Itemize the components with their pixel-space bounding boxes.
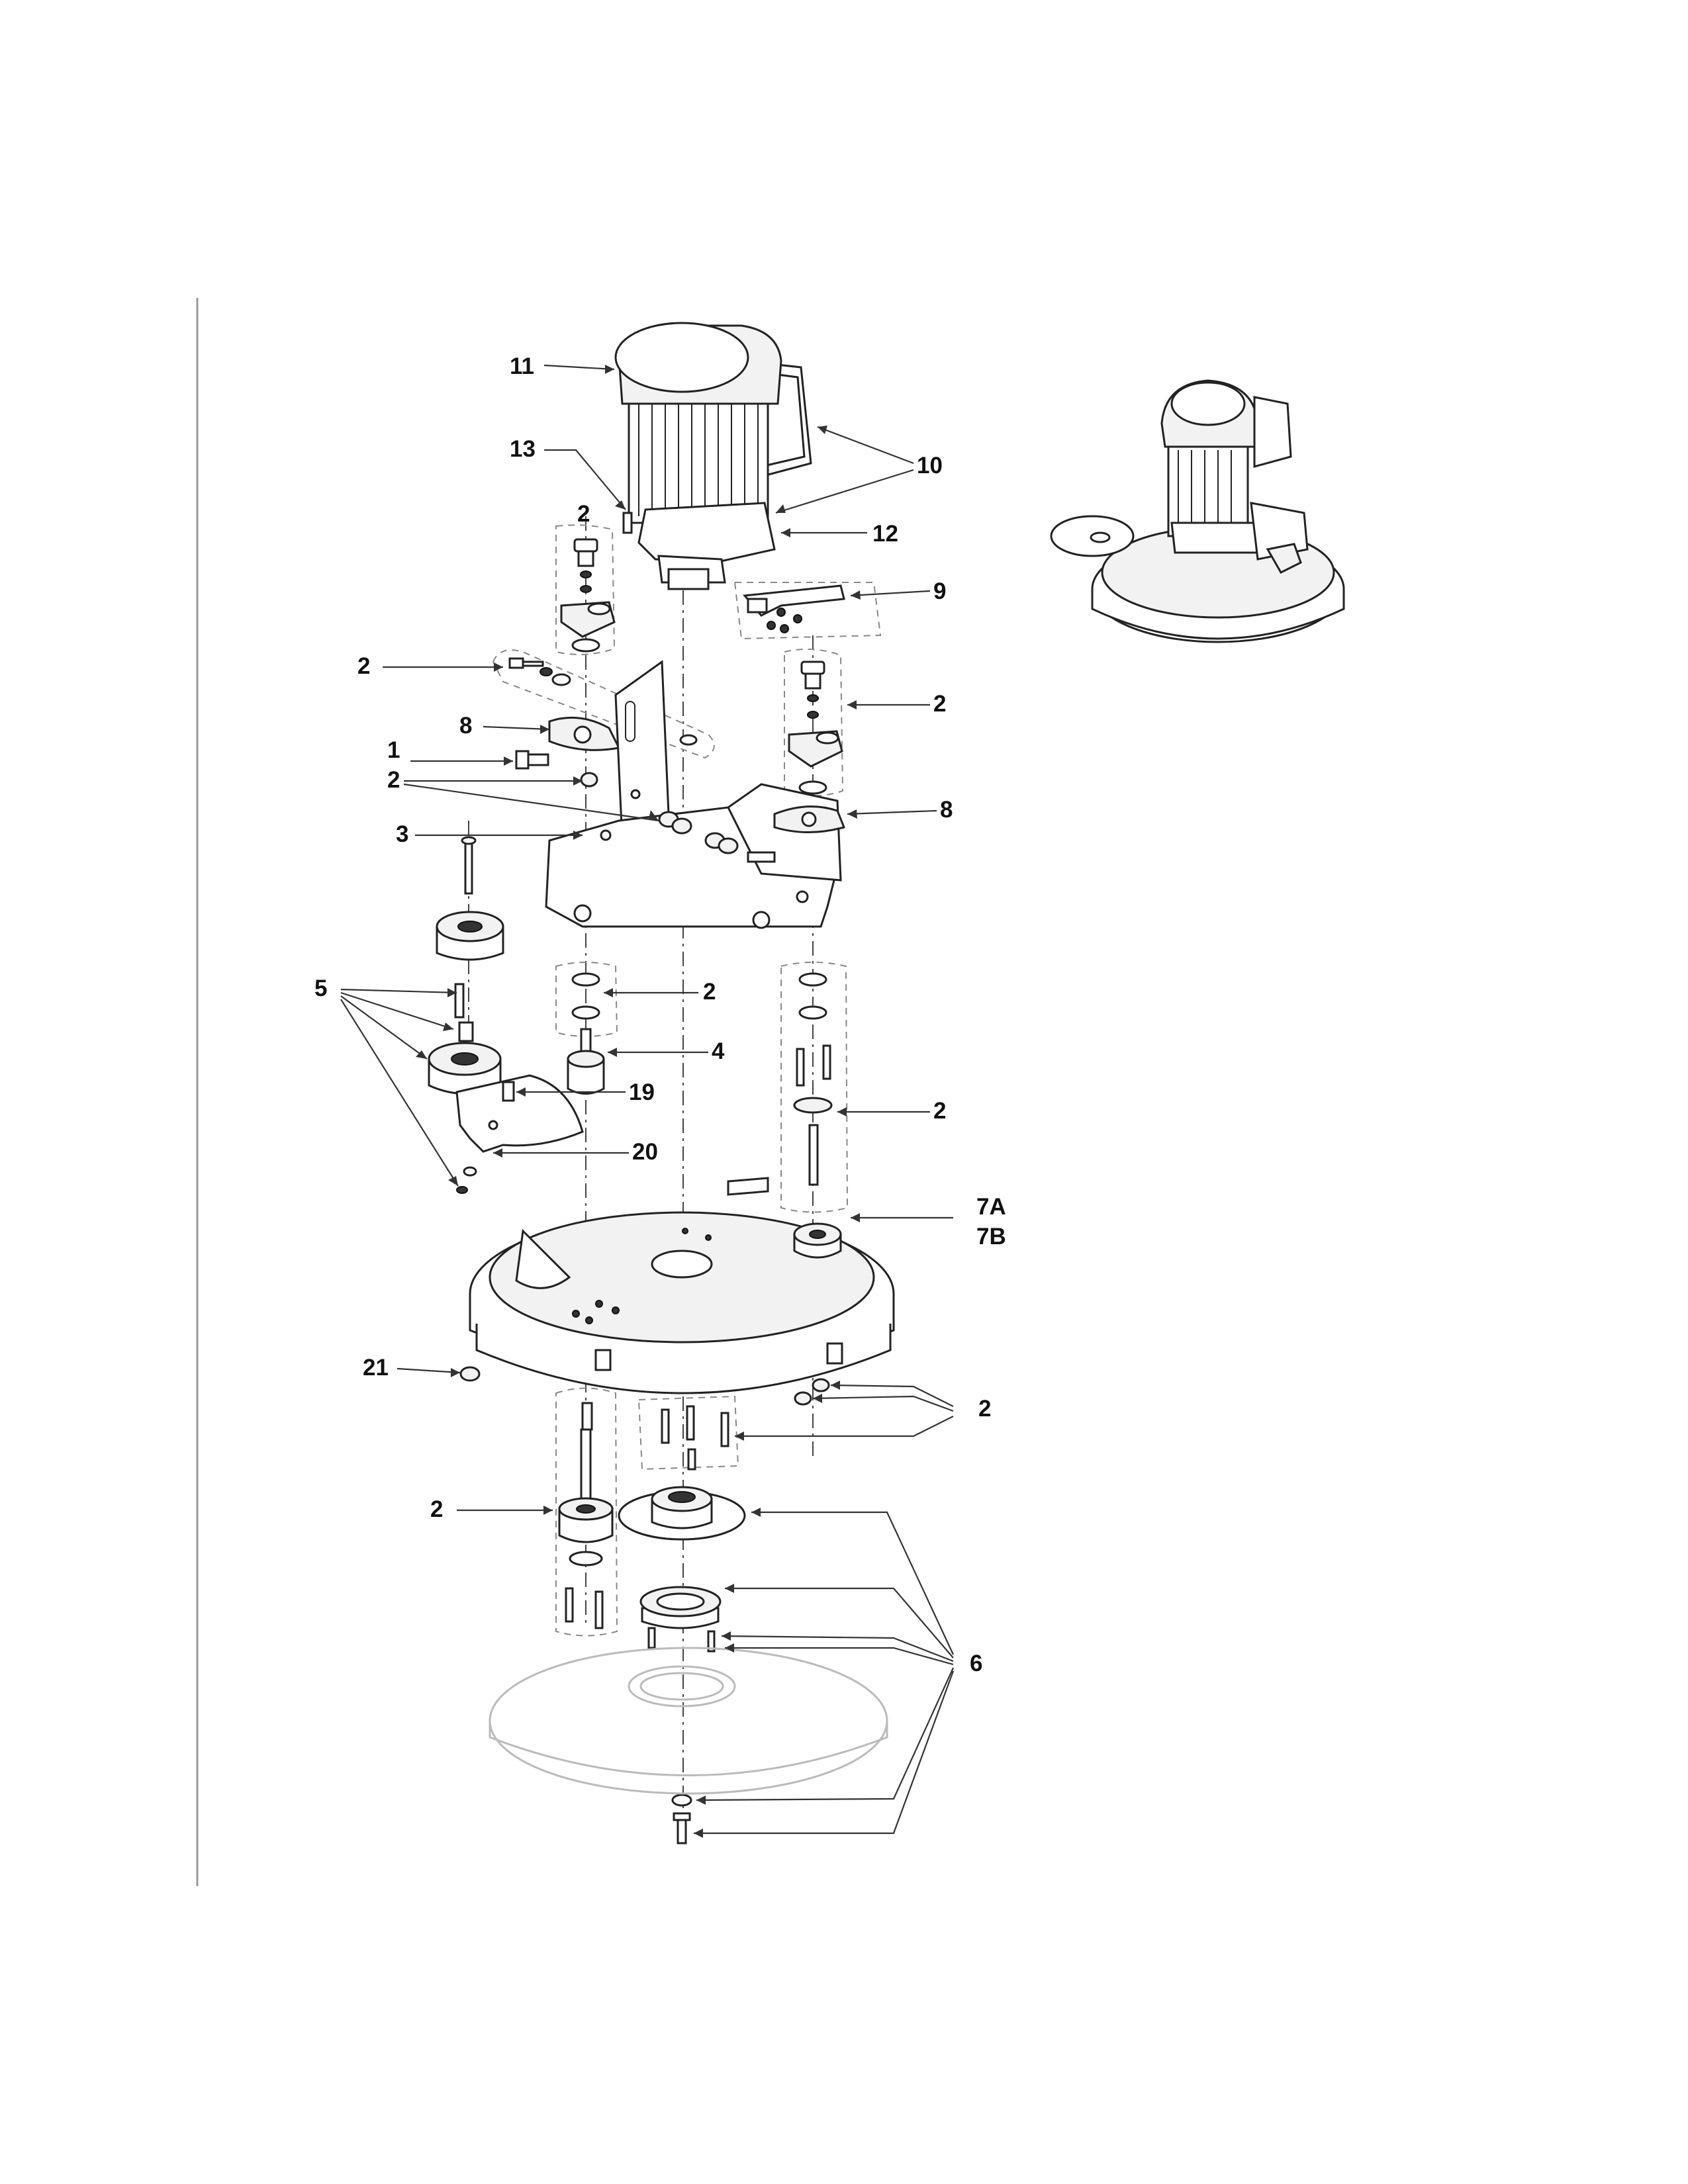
callout-13: 13	[510, 436, 536, 462]
callout-8-left: 8	[459, 713, 472, 739]
bolt-stack-left	[555, 524, 616, 655]
right-shaft-stack	[780, 962, 849, 1213]
callout-2-center: 2	[703, 979, 716, 1005]
callout-10: 10	[917, 453, 943, 478]
plate-8-right	[773, 805, 846, 833]
nut-21	[459, 1366, 481, 1382]
callout-2-lower-left: 2	[430, 1496, 443, 1522]
switch-bracket	[733, 582, 882, 640]
drive-hub-6	[618, 1486, 746, 1844]
callout-12: 12	[872, 521, 898, 547]
brush-deck	[469, 1177, 895, 1394]
callout-2-nuts: 2	[387, 767, 400, 793]
callout-7b: 7B	[976, 1224, 1006, 1250]
callout-2-right-lower: 2	[933, 1098, 946, 1124]
callout-4: 4	[712, 1038, 725, 1064]
callout-11: 11	[510, 353, 534, 379]
lower-shaft-stack	[555, 1387, 618, 1637]
callout-20: 20	[632, 1139, 658, 1165]
callout-3: 3	[396, 821, 408, 847]
callout-9: 9	[933, 578, 946, 604]
callout-21: 21	[363, 1355, 389, 1381]
bolt-1	[515, 750, 776, 863]
callout-8-right: 8	[940, 797, 953, 823]
callout-7a: 7A	[976, 1194, 1006, 1220]
callout-2-diagonal: 2	[357, 653, 370, 679]
callout-labels: 11 13 10 12 2 9 2 2 8 1 2 8 3 5 2 4 19 2…	[314, 353, 1006, 1676]
callout-2-right-upper: 2	[933, 691, 946, 717]
deck-nuts	[794, 1378, 830, 1406]
pad-driver	[489, 1647, 888, 1795]
assembled-inset-view	[1050, 379, 1345, 643]
mounting-bracket	[545, 660, 842, 929]
hub-bolt-group	[637, 1395, 739, 1471]
center-bumper-stack	[555, 962, 618, 1095]
diagonal-bolt-kit	[492, 649, 715, 759]
callout-6: 6	[970, 1651, 982, 1676]
motor-assembly	[614, 322, 812, 590]
callout-1: 1	[387, 737, 400, 763]
callout-2-top-left: 2	[577, 501, 590, 527]
plate-8-left	[548, 716, 621, 751]
callout-2-deck: 2	[978, 1396, 991, 1422]
callout-5: 5	[314, 976, 327, 1001]
callout-19: 19	[629, 1079, 655, 1105]
leader-lines	[340, 364, 955, 1838]
cam-plate	[455, 1074, 584, 1153]
